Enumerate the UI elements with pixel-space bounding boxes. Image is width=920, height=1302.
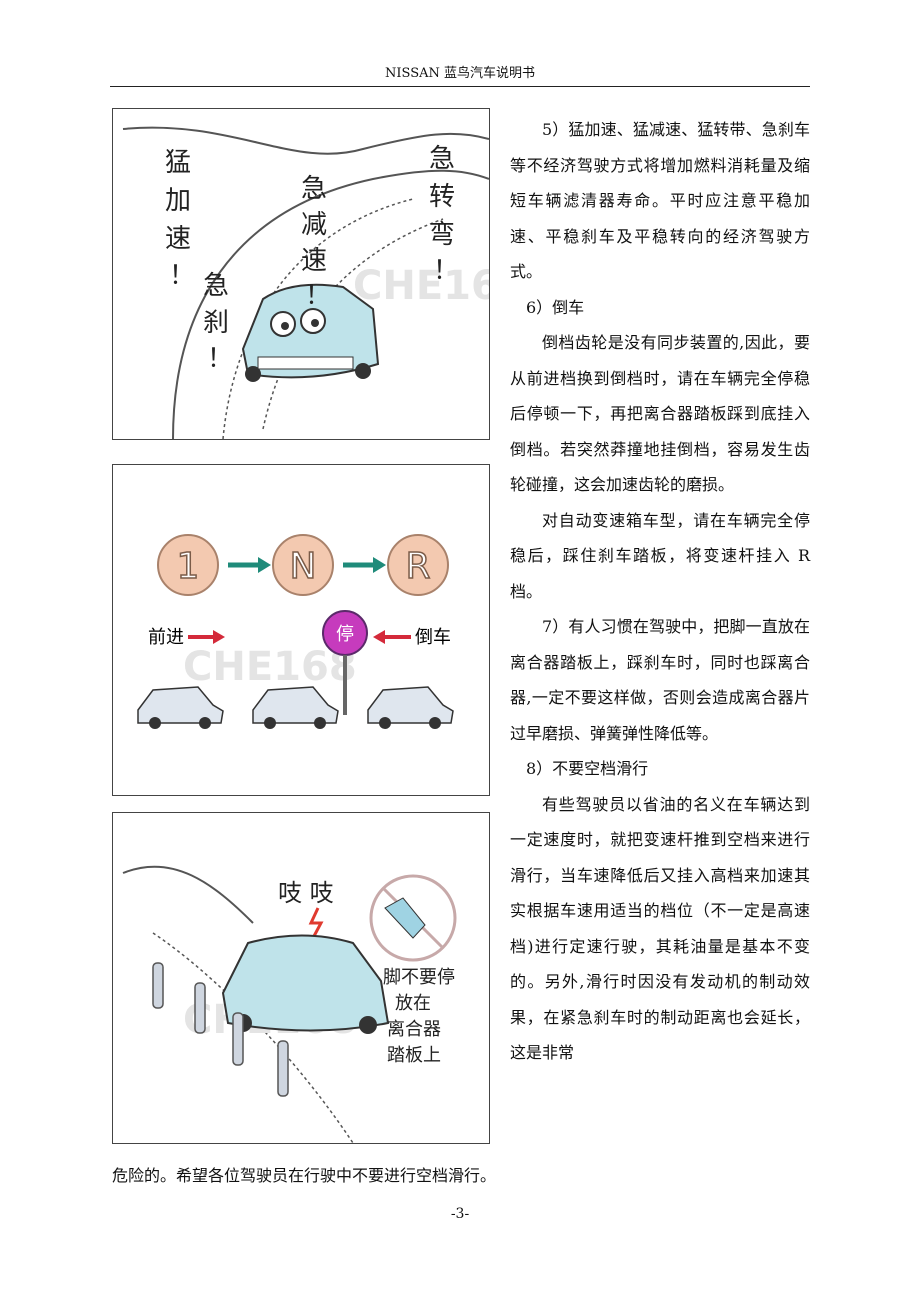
svg-text:转: 转 (429, 182, 455, 212)
svg-text:离合器: 离合器 (387, 1019, 441, 1040)
svg-text:！: ！ (169, 261, 195, 291)
svg-text:！: ！ (305, 281, 331, 311)
svg-text:刹: 刹 (203, 308, 229, 338)
no-foot-on-clutch-icon (369, 874, 457, 962)
watermark: CHE168 (183, 644, 357, 690)
lightning-icon (308, 907, 324, 939)
gear-r: R (405, 546, 430, 587)
svg-text:脚不要停: 脚不要停 (383, 967, 455, 988)
svg-text:放在: 放在 (395, 993, 431, 1014)
section-8-heading: 8）不要空档滑行 (526, 759, 649, 778)
section-6-paragraph-2: 对自动变速箱车型，请在车辆完全停稳后，踩住刹车踏板，将变速杆挂入 R 档。 (510, 510, 810, 601)
illustration-no-coasting: CHE168 吱 吱 脚不要停 放在 离合器 踏板上 (112, 812, 490, 1144)
section-8-paragraph: 有些驾驶员以省油的名义在车辆达到一定速度时，就把变速杆推到空档来进行滑行，当车速… (510, 794, 810, 1063)
gear-n: N (290, 546, 317, 587)
arrow-right-icon (213, 630, 225, 644)
svg-text:！: ！ (207, 344, 233, 374)
reverse-label: 倒车 (415, 627, 451, 648)
svg-text:急: 急 (301, 174, 327, 204)
svg-text:！: ！ (433, 256, 459, 286)
svg-text:急: 急 (203, 271, 229, 301)
car-icon (367, 686, 454, 724)
illustration-aggressive-driving: CHE168 猛 加 速 ！ 急 减 速 ！ 急 转 弯 ！ 急 刹 ！ (112, 108, 490, 440)
svg-text:加: 加 (165, 186, 191, 216)
sound-label: 吱 吱 (278, 879, 334, 907)
svg-text:弯: 弯 (429, 220, 455, 250)
header-title: NISSAN 蓝鸟汽车说明书 (385, 66, 535, 81)
forward-label: 前进 (148, 627, 184, 648)
arrow-left-icon (373, 630, 385, 644)
section-6-paragraph-1: 倒档齿轮是没有同步装置的,因此，要从前进档换到倒档时，请在车辆完全停稳后停顿一下… (510, 333, 810, 494)
stop-sign-icon: 停 (322, 610, 368, 715)
caption-lines: 脚不要停 放在 离合器 踏板上 (383, 967, 455, 1066)
illustration-gear-shift: CHE168 1 N R 前进 停 倒车 (112, 464, 490, 796)
page-number: -3- (450, 1206, 470, 1222)
continuation-text: 危险的。希望各位驾驶员在行驶中不要进行空档滑行。 (112, 1166, 497, 1185)
car-icon (241, 283, 380, 382)
gear-sequence: 1 N R (157, 534, 449, 596)
car-icon (137, 686, 224, 724)
no-coasting-drawing: CHE168 吱 吱 脚不要停 放在 离合器 踏板上 (122, 865, 457, 1143)
arrow-right-icon (373, 557, 386, 573)
arrow-right-icon (258, 557, 271, 573)
gear-shift-drawing: CHE168 1 N R 前进 停 倒车 (137, 534, 454, 729)
aggressive-driving-drawing: CHE168 猛 加 速 ！ 急 减 速 ！ 急 转 弯 ！ 急 刹 ！ (122, 126, 489, 439)
svg-text:减: 减 (301, 210, 327, 240)
svg-text:急: 急 (429, 144, 455, 174)
watermark: CHE168 (353, 263, 489, 309)
section-6-heading: 6）倒车 (526, 297, 585, 317)
svg-text:速: 速 (301, 246, 327, 276)
car-icon (252, 686, 339, 724)
text-column: 5）猛加速、猛减速、猛转带、急刹车等不经济驾驶方式将增加燃料消耗量及缩短车辆滤清… (510, 112, 810, 1071)
svg-text:踏板上: 踏板上 (387, 1045, 441, 1066)
svg-text:速: 速 (165, 224, 191, 254)
svg-text:猛: 猛 (165, 148, 191, 178)
section-5-paragraph: 5）猛加速、猛减速、猛转带、急刹车等不经济驾驶方式将增加燃料消耗量及缩短车辆滤清… (510, 120, 810, 281)
svg-text:停: 停 (336, 624, 354, 645)
gear-1: 1 (177, 546, 200, 587)
page-header: NISSAN 蓝鸟汽车说明书 (110, 62, 810, 87)
section-7-paragraph: 7）有人习惯在驾驶中，把脚一直放在离合器踏板上，踩刹车时，同时也踩离合器,一定不… (510, 617, 810, 743)
car-icon (221, 934, 390, 1034)
